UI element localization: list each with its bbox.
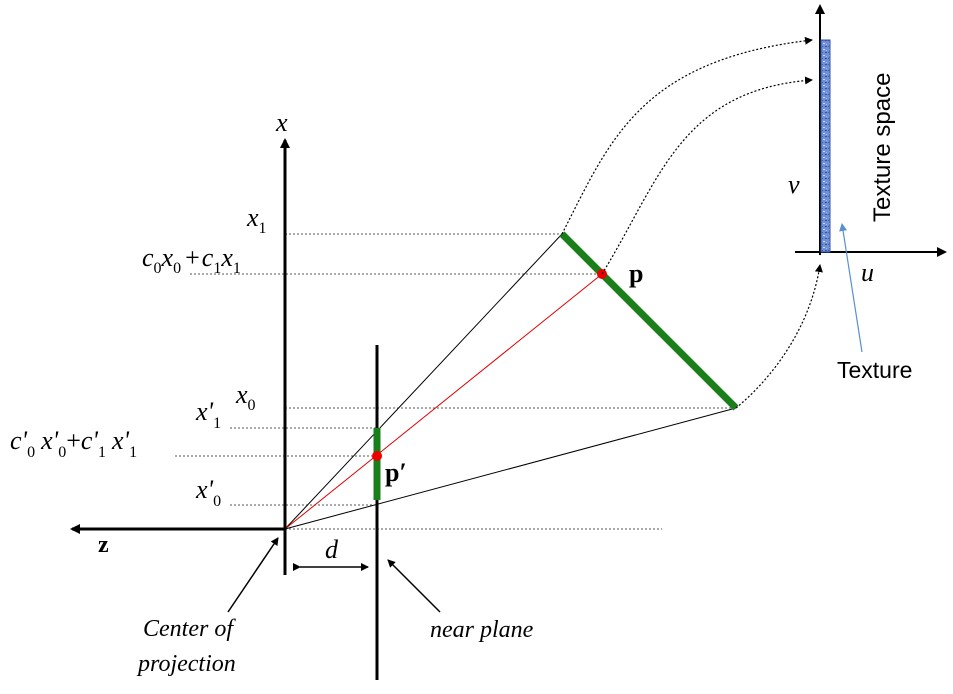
world-segment	[559, 231, 739, 411]
label-x0-prime: x'0	[195, 475, 221, 510]
label-texture: Texture	[837, 357, 912, 383]
label-p-prime: p′	[385, 458, 407, 487]
label-x1-prime: x'1	[195, 397, 221, 432]
map-curve-x0	[735, 264, 823, 409]
label-near-plane: near plane	[430, 617, 534, 643]
texture-pointer-arrow	[839, 223, 863, 353]
map-curve-p	[601, 76, 813, 275]
label-c0x0-c1x1: c0x0+c1x1	[142, 243, 241, 277]
reference-lines	[175, 233, 736, 530]
x-axis-label: x	[275, 108, 288, 137]
mapping-curves	[561, 36, 823, 409]
texture-strip	[820, 39, 831, 253]
map-curve-x1-top	[561, 36, 813, 235]
ray-to-x0	[284, 407, 737, 530]
label-x0: x0	[235, 380, 256, 414]
label-center-line1: Center of	[143, 616, 236, 642]
point-p-prime	[372, 451, 382, 461]
label-u: u	[861, 258, 874, 287]
ray-to-x1	[284, 233, 563, 530]
label-d: d	[325, 535, 339, 564]
center-pointer-arrow	[227, 537, 279, 613]
label-texture-space: Texture space	[869, 73, 896, 222]
near-plane-pointer-arrow	[387, 559, 441, 613]
z-axis-label: z	[98, 532, 109, 558]
label-x1: x1	[246, 203, 267, 237]
label-center-line2: projection	[136, 651, 236, 677]
label-p: p	[629, 259, 643, 288]
label-v: v	[788, 170, 800, 199]
ray-to-p	[284, 273, 603, 530]
